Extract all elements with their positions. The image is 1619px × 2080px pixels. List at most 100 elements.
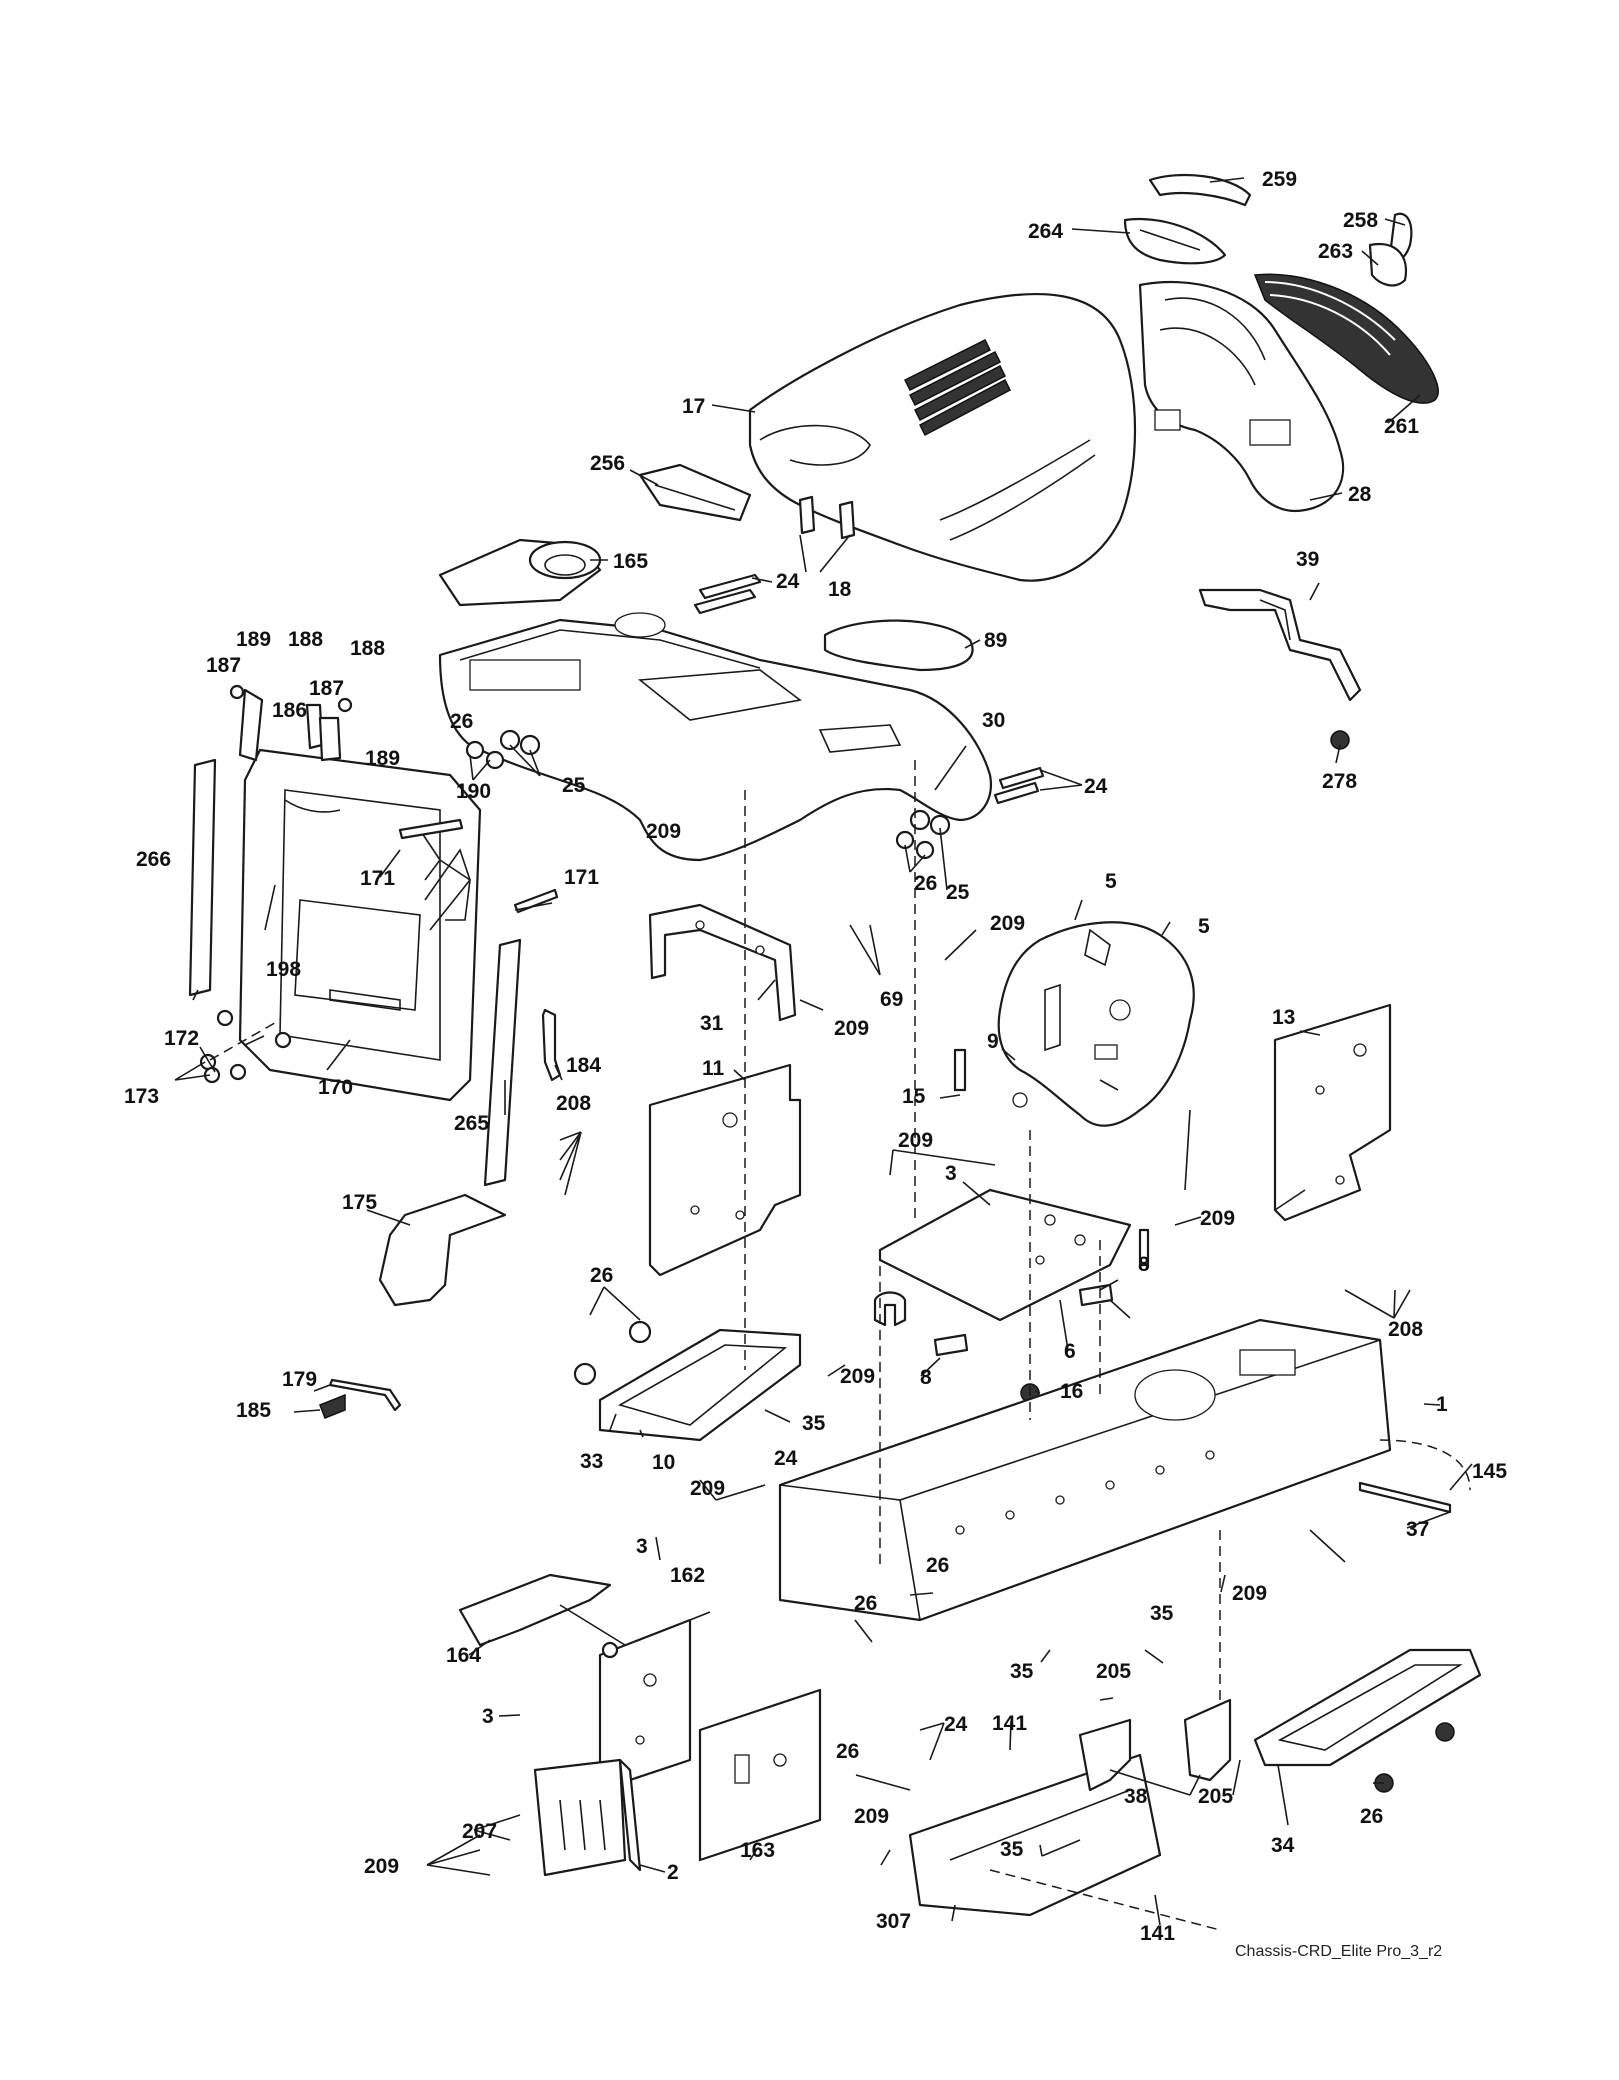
callout-141-b: 141 <box>1140 1922 1175 1945</box>
callout-189-a: 189 <box>236 628 271 651</box>
callout-1: 1 <box>1436 1393 1448 1416</box>
callout-209-c: 209 <box>834 1017 869 1040</box>
callout-188-b: 188 <box>350 637 385 660</box>
callout-31: 31 <box>700 1012 724 1035</box>
callout-9: 9 <box>987 1030 999 1053</box>
fender-hardware <box>465 573 1045 860</box>
callout-89: 89 <box>984 629 1007 652</box>
battery-cover <box>638 463 752 522</box>
callout-35-c: 35 <box>1010 1660 1034 1683</box>
grille-part <box>1253 273 1439 404</box>
callout-205-b: 205 <box>1198 1785 1233 1808</box>
callout-165: 165 <box>613 550 648 573</box>
callout-26-g: 26 <box>1360 1805 1383 1828</box>
leader-lines <box>174 177 1473 1926</box>
callout-labels: 259 258 264 263 17 261 256 28 18 165 24 … <box>124 168 1507 1945</box>
callout-26-e: 26 <box>854 1592 877 1615</box>
callout-35-d: 35 <box>1000 1838 1024 1861</box>
callout-209-b: 209 <box>990 912 1025 935</box>
callout-11: 11 <box>702 1057 725 1080</box>
callout-163: 163 <box>740 1839 775 1862</box>
callout-188-a: 188 <box>288 628 323 651</box>
main-frame-1 <box>778 1318 1392 1622</box>
callout-69: 69 <box>880 988 903 1011</box>
fender-part <box>438 612 993 862</box>
callout-175: 175 <box>342 1191 377 1214</box>
dash-side-trims <box>188 758 522 1187</box>
seat-adjust-cover <box>823 619 974 672</box>
callout-26-b: 26 <box>914 872 937 895</box>
dash-support-plate-11 <box>648 1063 802 1277</box>
callout-145: 145 <box>1472 1460 1507 1483</box>
deflector-164 <box>458 1573 626 1659</box>
callout-24-c: 24 <box>774 1447 798 1470</box>
callout-13: 13 <box>1272 1006 1295 1029</box>
side-plate-162 <box>598 1618 692 1792</box>
callout-39: 39 <box>1296 548 1319 571</box>
mounting-plates-38 <box>1078 1698 1232 1792</box>
callout-3-c: 3 <box>482 1705 494 1728</box>
dash-support-plate-13 <box>1273 1003 1392 1222</box>
dash-panel-part <box>238 748 482 1102</box>
callout-256: 256 <box>590 452 625 475</box>
callout-205-a: 205 <box>1096 1660 1131 1683</box>
callout-26-f: 26 <box>836 1740 859 1763</box>
callout-17: 17 <box>682 395 705 418</box>
callout-261: 261 <box>1384 415 1419 438</box>
callout-35-b: 35 <box>1150 1602 1174 1625</box>
callout-141-a: 141 <box>992 1712 1027 1735</box>
callout-208-b: 208 <box>1388 1318 1423 1341</box>
lift-rod-179 <box>319 1378 402 1419</box>
callout-278: 278 <box>1322 770 1357 793</box>
hood-part <box>748 292 1137 582</box>
callout-187-b: 187 <box>309 677 344 700</box>
alignment-lines <box>209 760 1221 1931</box>
callout-209-a: 209 <box>646 820 681 843</box>
callout-209-f: 209 <box>840 1365 875 1388</box>
callout-179: 179 <box>282 1368 317 1391</box>
callout-6: 6 <box>1064 1340 1076 1363</box>
callout-186: 186 <box>272 699 307 722</box>
callout-33: 33 <box>580 1450 603 1473</box>
callout-24-a: 24 <box>776 570 800 593</box>
callout-3-a: 3 <box>945 1162 957 1185</box>
callout-190: 190 <box>456 780 491 803</box>
callout-187-a: 187 <box>206 654 241 677</box>
front-bracket-2 <box>533 1758 642 1877</box>
callout-30: 30 <box>982 709 1005 732</box>
fender-mount-bracket-31 <box>648 903 797 1022</box>
callout-5-a: 5 <box>1105 870 1117 893</box>
dash-hardware <box>199 684 559 1084</box>
callout-198: 198 <box>266 958 301 981</box>
callout-207: 207 <box>462 1820 497 1843</box>
callout-172: 172 <box>164 1027 199 1050</box>
callout-189-b: 189 <box>365 747 400 770</box>
callout-170: 170 <box>318 1076 353 1099</box>
callout-25-a: 25 <box>562 774 586 797</box>
callout-162: 162 <box>670 1564 705 1587</box>
callout-264: 264 <box>1028 220 1063 243</box>
callout-16: 16 <box>1060 1380 1083 1403</box>
callout-26-d: 26 <box>926 1554 949 1577</box>
callout-3-b: 3 <box>636 1535 648 1558</box>
callout-209-j: 209 <box>364 1855 399 1878</box>
headlight-assembly <box>1123 218 1408 287</box>
callout-34: 34 <box>1271 1834 1295 1857</box>
callout-258: 258 <box>1343 209 1378 232</box>
callout-307: 307 <box>876 1910 911 1933</box>
callout-164: 164 <box>446 1644 481 1667</box>
callout-5-b: 5 <box>1198 915 1210 938</box>
battery-clamps-8 <box>873 1283 1114 1357</box>
callout-209-i: 209 <box>854 1805 889 1828</box>
callout-259: 259 <box>1262 168 1297 191</box>
callout-185: 185 <box>236 1399 271 1422</box>
rear-plate-307 <box>908 1753 1162 1917</box>
callout-18: 18 <box>828 578 852 601</box>
callout-171-b: 171 <box>360 867 395 890</box>
callout-171-a: 171 <box>564 866 599 889</box>
lift-lever-184 <box>541 1008 562 1082</box>
shield-175 <box>378 1193 507 1307</box>
callout-209-d: 209 <box>898 1129 933 1152</box>
callout-24-b: 24 <box>1084 775 1108 798</box>
